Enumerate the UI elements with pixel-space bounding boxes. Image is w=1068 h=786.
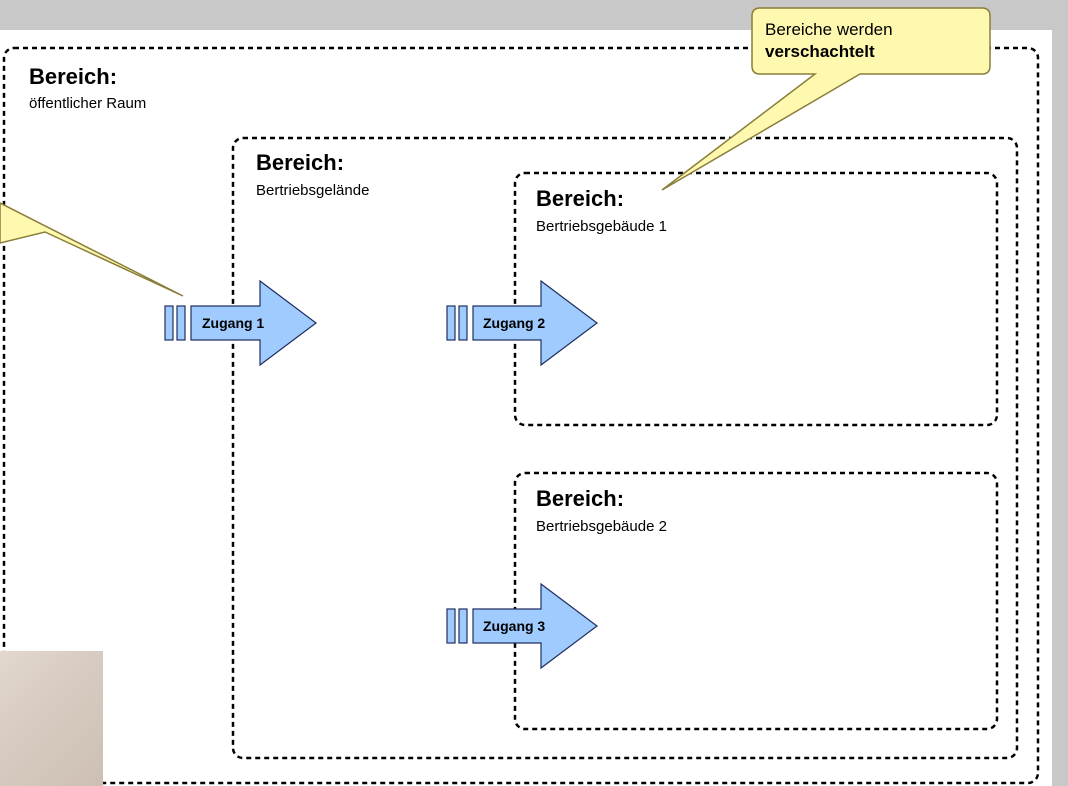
access-arrow-1 (164, 279, 317, 367)
area-box-building-1 (513, 171, 999, 427)
access-marker-bar (446, 305, 456, 341)
callout-nested-bubble (661, 7, 991, 191)
access-label-1: Zugang 1 (202, 315, 265, 331)
area-subtitle-site: Bertriebsgelände (256, 182, 370, 199)
access-marker-bar (446, 608, 456, 644)
access-label-2: Zugang 2 (483, 315, 546, 331)
access-arrow-shape (190, 279, 317, 367)
area-title-site: Bereich: (256, 150, 345, 175)
callout-left-pointer (0, 202, 184, 297)
area-box-site (231, 136, 1019, 760)
access-label-3: Zugang 3 (483, 618, 546, 634)
area-subtitle-building-1: Bertriebsgebäude 1 (536, 218, 667, 235)
access-arrow-shape (472, 582, 598, 670)
area-title-building-2: Bereich: (536, 486, 625, 511)
callout-text-line-1: Bereiche werden (765, 20, 893, 39)
access-marker-bar (458, 305, 468, 341)
area-box-building-2 (513, 471, 999, 731)
access-arrow-shape (472, 279, 598, 367)
access-marker-bar (458, 608, 468, 644)
access-marker-bar (164, 305, 174, 341)
canvas-background (0, 30, 1052, 786)
access-arrow-3 (446, 582, 598, 670)
access-arrow-2 (446, 279, 598, 367)
access-marker-bar (176, 305, 186, 341)
photo-fragment (0, 651, 103, 786)
area-title-public: Bereich: (29, 64, 118, 89)
area-subtitle-public: öffentlicher Raum (29, 95, 147, 112)
area-subtitle-building-2: Bertriebsgebäude 2 (536, 518, 667, 535)
area-box-public (2, 46, 1040, 785)
callout-text-line-2: verschachtelt (765, 42, 875, 61)
area-title-building-1: Bereich: (536, 186, 625, 211)
